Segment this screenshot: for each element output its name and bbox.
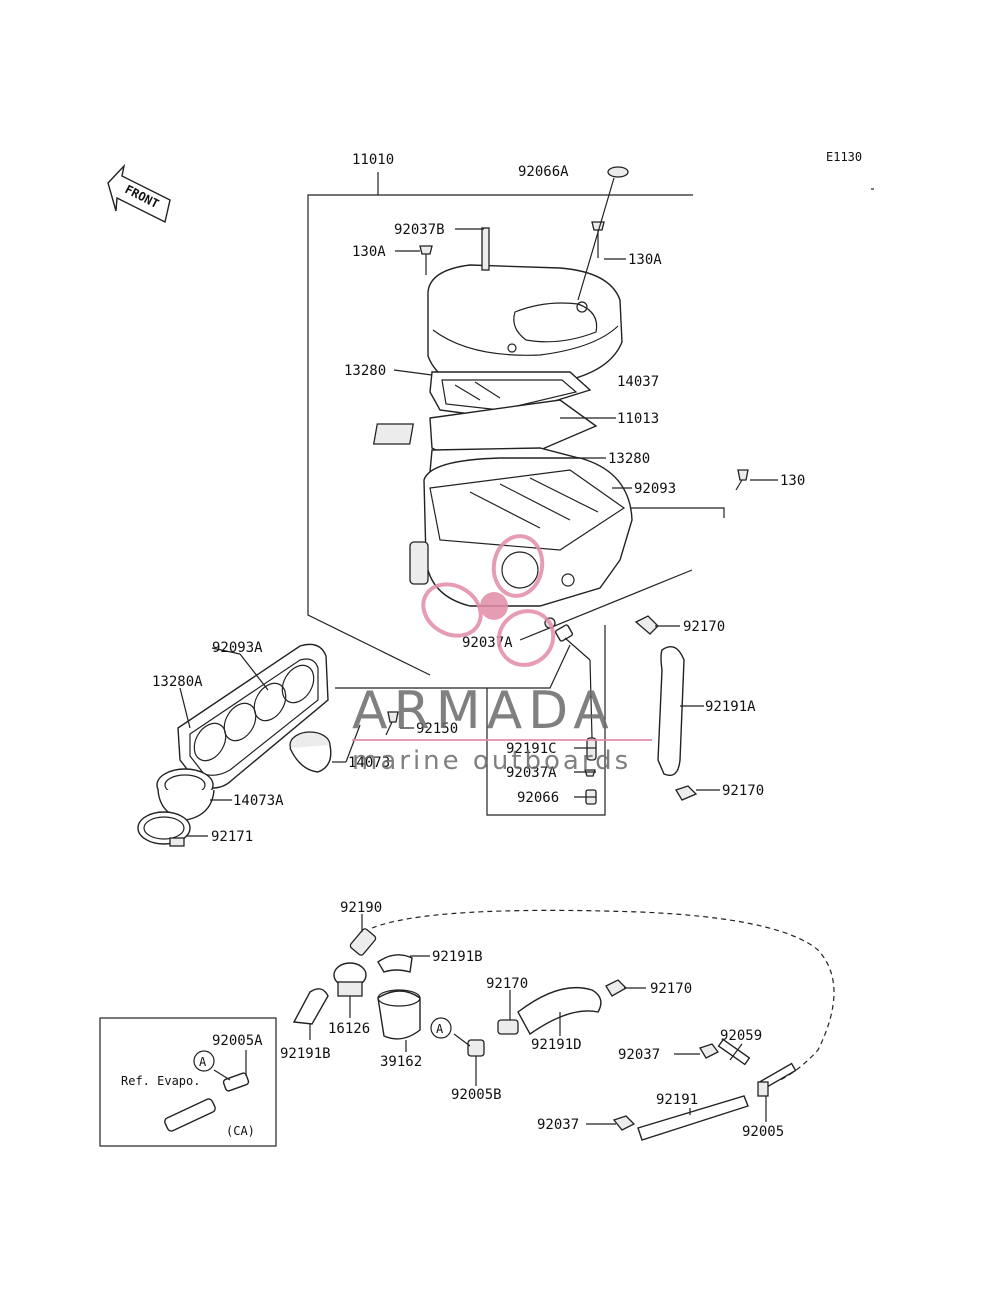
inset-evap-box: A Ref. Evapo. (CA) — [99, 1017, 277, 1147]
watermark: ARMADA marine outboards — [352, 534, 652, 776]
callout-circle-a-inset — [193, 1050, 215, 1072]
bolt-92037B — [481, 227, 490, 271]
label-92005B: 92005B — [451, 1087, 502, 1103]
label-130: 130 — [780, 473, 805, 489]
label-92037A-b: 92037A — [506, 765, 557, 781]
label-92191B-a: 92191B — [432, 949, 483, 965]
label-92037-a: 92037 — [618, 1047, 660, 1063]
label-92066: 92066 — [517, 790, 559, 806]
label-11013: 11013 — [617, 411, 659, 427]
air-cleaner-cover — [419, 166, 629, 393]
label-39162: 39162 — [380, 1054, 422, 1070]
label-92191A: 92191A — [705, 699, 756, 715]
label-92005A: 92005A — [212, 1033, 263, 1049]
label-92190: 92190 — [340, 900, 382, 916]
label-92191B-b: 92191B — [280, 1046, 331, 1062]
watermark-logo-icon — [421, 534, 556, 667]
breather-system — [292, 909, 835, 1141]
label-130A-right: 130A — [628, 252, 662, 268]
label-130A-left: 130A — [352, 244, 386, 260]
label-13280A: 13280A — [152, 674, 203, 690]
label-14073: 14073 — [348, 755, 390, 771]
label-14037: 14037 — [617, 374, 659, 390]
label-16126: 16126 — [328, 1021, 370, 1037]
label-92005: 92005 — [742, 1124, 784, 1140]
callout-a-inset: A — [199, 1055, 207, 1069]
label-92059: 92059 — [720, 1028, 762, 1044]
inset-ref-text: Ref. Evapo. — [121, 1074, 200, 1088]
label-92093A: 92093A — [212, 640, 263, 656]
label-92150: 92150 — [416, 721, 458, 737]
label-92170-a: 92170 — [683, 619, 725, 635]
label-14073A: 14073A — [233, 793, 284, 809]
label-92093: 92093 — [634, 481, 676, 497]
label-92191C: 92191C — [506, 741, 557, 757]
watermark-brand: ARMADA — [352, 681, 615, 741]
diagram-code: E1130 — [826, 150, 862, 164]
intake-ducts — [137, 711, 399, 847]
front-arrow-icon: FRONT — [107, 163, 171, 224]
label-92171: 92171 — [211, 829, 253, 845]
label-92066A: 92066A — [518, 164, 569, 180]
inset-frame — [99, 1017, 277, 1147]
label-11010: 11010 — [352, 152, 394, 168]
part-labels: 11010 92066A 92037B 130A 130A 13280 1403… — [152, 152, 805, 1140]
air-box-base — [409, 457, 749, 607]
label-92170-d: 92170 — [650, 981, 692, 997]
inset-variant: (CA) — [226, 1124, 255, 1138]
label-92037B: 92037B — [394, 222, 445, 238]
label-13280-top: 13280 — [344, 363, 386, 379]
label-13280-mid: 13280 — [608, 451, 650, 467]
label-92037-b: 92037 — [537, 1117, 579, 1133]
label-92037A-a: 92037A — [462, 635, 513, 651]
cap-92066A — [607, 166, 629, 178]
watermark-tagline: marine outboards — [352, 746, 631, 776]
label-92191: 92191 — [656, 1092, 698, 1108]
label-92170-b: 92170 — [722, 783, 764, 799]
callout-circle-a — [430, 1017, 452, 1039]
leader-lines — [179, 228, 778, 1125]
label-92170-c: 92170 — [486, 976, 528, 992]
callout-a: A — [436, 1022, 444, 1036]
label-92191D: 92191D — [531, 1037, 582, 1053]
